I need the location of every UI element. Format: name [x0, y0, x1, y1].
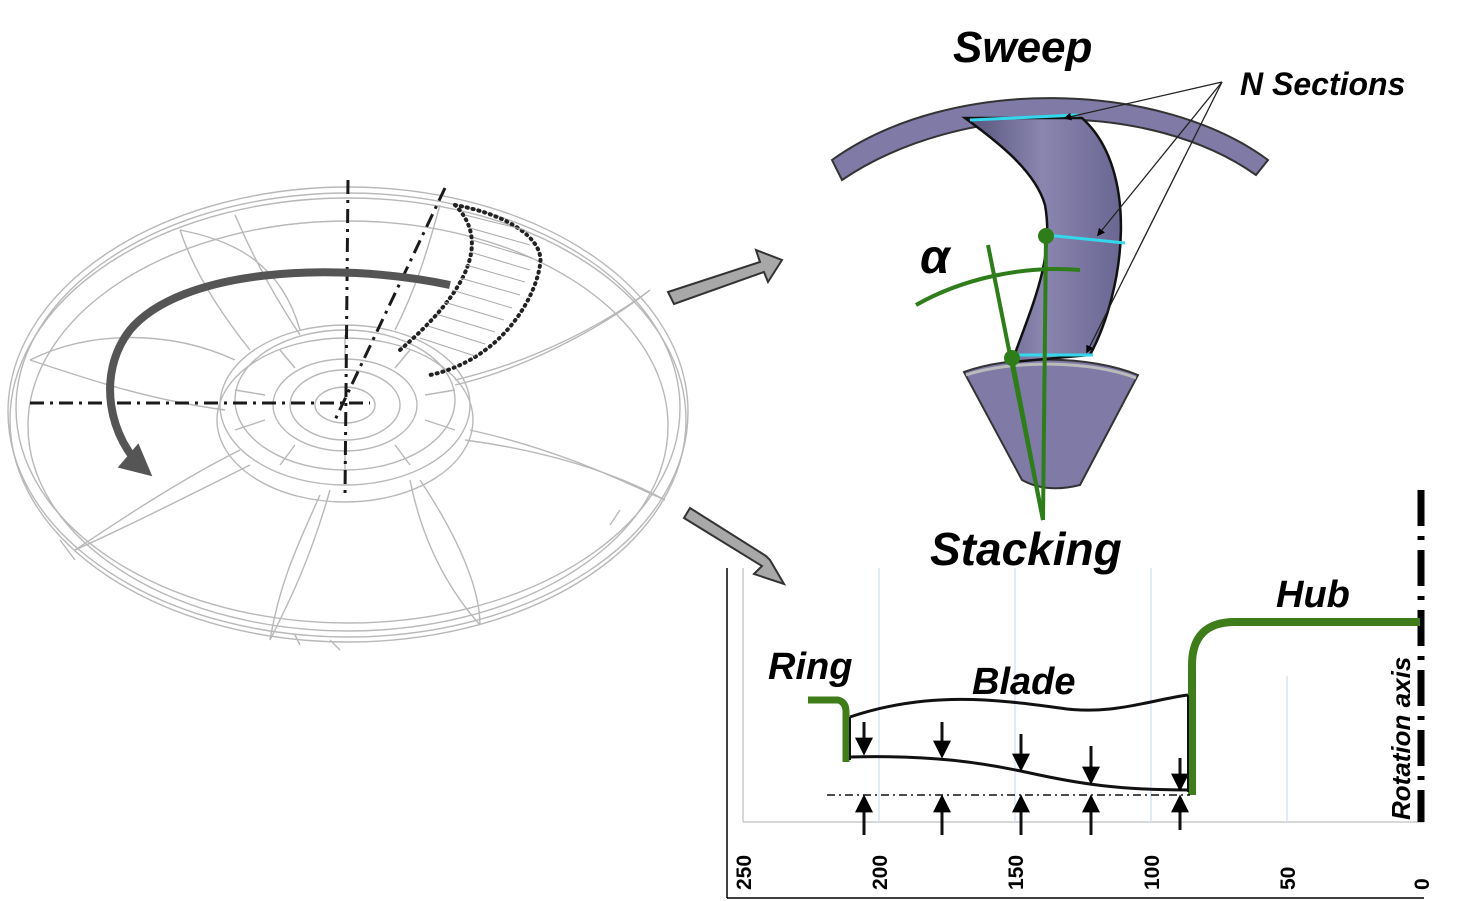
alpha-label: α	[920, 231, 952, 284]
n-sections-pointers	[1063, 81, 1223, 354]
rotation-axis-label: Rotation axis	[1386, 657, 1416, 820]
blade-sector-view	[830, 97, 1270, 490]
n-sections-label: N Sections	[1240, 66, 1405, 102]
fan-wireframe	[7, 186, 689, 651]
axis-tick-label: 100	[1141, 855, 1164, 890]
section-line-tip	[969, 113, 1079, 122]
hub-profile	[1188, 618, 1420, 795]
ring-label: Ring	[768, 646, 852, 688]
blade-label: Blade	[972, 661, 1075, 703]
axis-tick-label: 150	[1005, 855, 1028, 890]
axis-tick-label: 50	[1277, 867, 1300, 890]
ring-profile	[808, 696, 850, 762]
profile-plot: Ring Blade Hub Rotation axis 250 200 150 10…	[726, 490, 1434, 899]
rotation-arrow	[106, 268, 451, 477]
axis-tick-label: 0	[1411, 878, 1434, 890]
blade-lower-curve	[849, 755, 1189, 792]
axis-tick-label: 200	[869, 855, 892, 890]
stacking-geometry	[915, 234, 1081, 521]
blade-dotted-outline	[398, 203, 543, 377]
arrow-to-profile	[682, 506, 787, 586]
blade-upper-curve	[849, 693, 1189, 719]
axis-tick-label: 250	[733, 855, 756, 890]
fan-axes	[30, 179, 447, 496]
sweep-label: Sweep	[953, 23, 1092, 72]
stacking-point-mid	[1038, 228, 1054, 244]
stacking-label: Stacking	[930, 523, 1122, 575]
section-line-mid	[1045, 233, 1126, 245]
hub-label: Hub	[1276, 574, 1350, 616]
blade-section-hatch	[419, 214, 533, 357]
stacking-point-root	[1004, 350, 1020, 366]
arrow-to-sweep	[666, 248, 784, 306]
